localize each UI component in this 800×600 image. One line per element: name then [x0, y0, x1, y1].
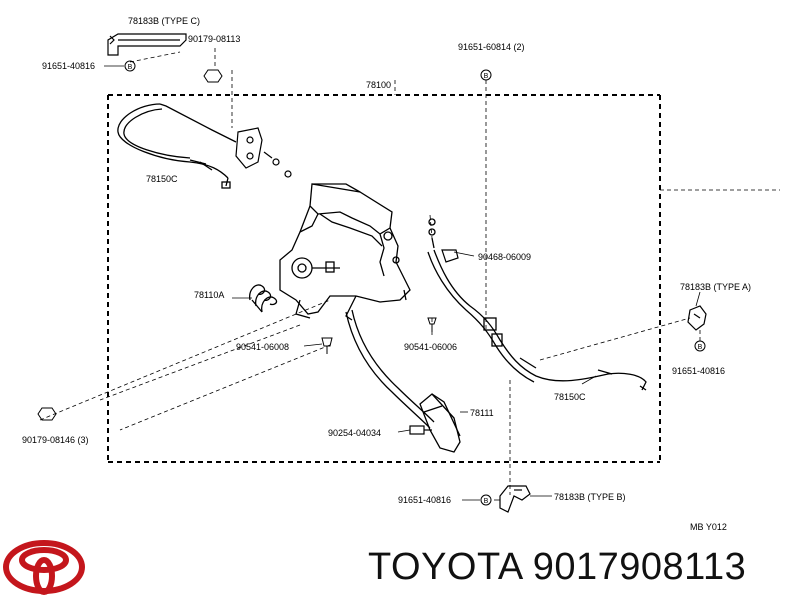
- spring-78110a: [249, 284, 278, 313]
- clip-78183b-type-c: [107, 33, 187, 56]
- label-ticks: [104, 65, 701, 501]
- svg-text:B: B: [484, 498, 489, 505]
- bolt-marks: B B B B: [128, 64, 703, 505]
- bolt-icon-90541-06006: [427, 317, 437, 332]
- bolt-icon-91651-top: [124, 60, 136, 72]
- bolt-icon-90541-06008: [321, 337, 333, 354]
- svg-text:B: B: [128, 64, 133, 71]
- pedal-bracket-78100: [279, 183, 411, 321]
- label-91651-40816-top: 91651-40816: [42, 61, 95, 71]
- brand-name: TOYOTA: [368, 546, 522, 588]
- leader-lines: [39, 48, 780, 495]
- clip-icon-90468-06009: [441, 249, 459, 263]
- label-78111: 78111: [470, 408, 494, 418]
- diagram-ref-code: MB Y012: [690, 522, 727, 532]
- label-90541-06006: 90541-06006: [404, 342, 457, 352]
- svg-text:B: B: [698, 344, 703, 351]
- linkage-bracket: [235, 127, 292, 178]
- svg-text:B: B: [484, 73, 489, 80]
- cable-78150c-right: [427, 218, 647, 391]
- label-90541-06008: 90541-06008: [236, 342, 289, 352]
- label-91651-40816-bottom: 91651-40816: [398, 495, 451, 505]
- label-91651-40816-right: 91651-40816: [672, 366, 725, 376]
- label-78183b-type-c: 78183B (TYPE C): [128, 16, 200, 26]
- bolt-icon-91651-right: [694, 340, 706, 352]
- label-78110a: 78110A: [194, 290, 224, 300]
- pedal-arm-78111: [345, 309, 461, 453]
- label-78150c-right: 78150C: [554, 392, 586, 402]
- label-78150c-left: 78150C: [146, 174, 178, 184]
- label-78183b-type-a: 78183B (TYPE A): [680, 282, 751, 292]
- label-78100: 78100: [366, 80, 391, 90]
- clip-78183b-type-a: [687, 305, 707, 331]
- nut-icon-90179-08146: [37, 407, 57, 421]
- label-90179-08146: 90179-08146 (3): [22, 435, 89, 445]
- label-90468-06009: 90468-06009: [478, 252, 531, 262]
- clip-78183b-type-b: [499, 485, 531, 513]
- nut-icon-90179-08113: [203, 69, 223, 83]
- cable-78150c-left: [117, 103, 237, 189]
- part-number: 9017908113: [532, 546, 747, 588]
- label-90254-04034: 90254-04034: [328, 428, 381, 438]
- label-91651-60814: 91651-60814 (2): [458, 42, 525, 52]
- label-90179-08113: 90179-08113: [188, 34, 240, 44]
- bolt-icon-91651-bottom: [480, 494, 492, 506]
- brand-part-title: TOYOTA 9017908113: [368, 546, 746, 589]
- label-78183b-type-b: 78183B (TYPE B): [554, 492, 626, 502]
- bolt-icon-91651-60814: [480, 69, 492, 81]
- assembly-frame: [107, 94, 661, 463]
- toyota-logo-icon: [3, 540, 85, 595]
